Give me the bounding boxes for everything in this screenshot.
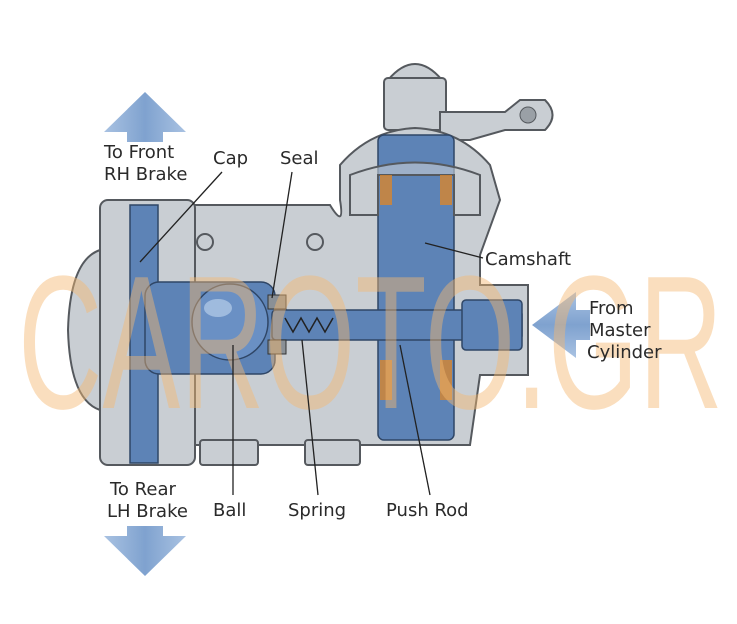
- label-push-rod: Push Rod: [386, 500, 469, 521]
- label-master: Master: [589, 320, 651, 341]
- spring: [284, 316, 334, 334]
- label-from: From: [589, 298, 634, 319]
- seal-upper: [267, 294, 287, 310]
- bottom-bolt-left: [199, 439, 259, 466]
- adjuster-nut: [383, 63, 554, 141]
- label-cylinder: Cylinder: [587, 342, 662, 363]
- label-to-rear: To Rear: [109, 479, 176, 500]
- arrow-up-front-icon: [104, 92, 186, 142]
- seal-lower: [267, 339, 287, 355]
- label-ball: Ball: [213, 500, 246, 521]
- label-seal: Seal: [280, 148, 319, 169]
- label-camshaft: Camshaft: [485, 249, 571, 270]
- arrow-left-master-icon: [532, 292, 590, 358]
- label-rh-brake: RH Brake: [104, 164, 187, 185]
- label-cap: Cap: [213, 148, 248, 169]
- label-lh-brake: LH Brake: [107, 501, 188, 522]
- label-to-front: To Front: [103, 142, 174, 163]
- camshaft: [377, 134, 455, 441]
- bottom-bolt-right: [304, 439, 361, 466]
- watermark: CAROTO.GR: [18, 237, 723, 449]
- label-spring: Spring: [288, 500, 346, 521]
- arrow-down-rear-icon: [104, 526, 186, 576]
